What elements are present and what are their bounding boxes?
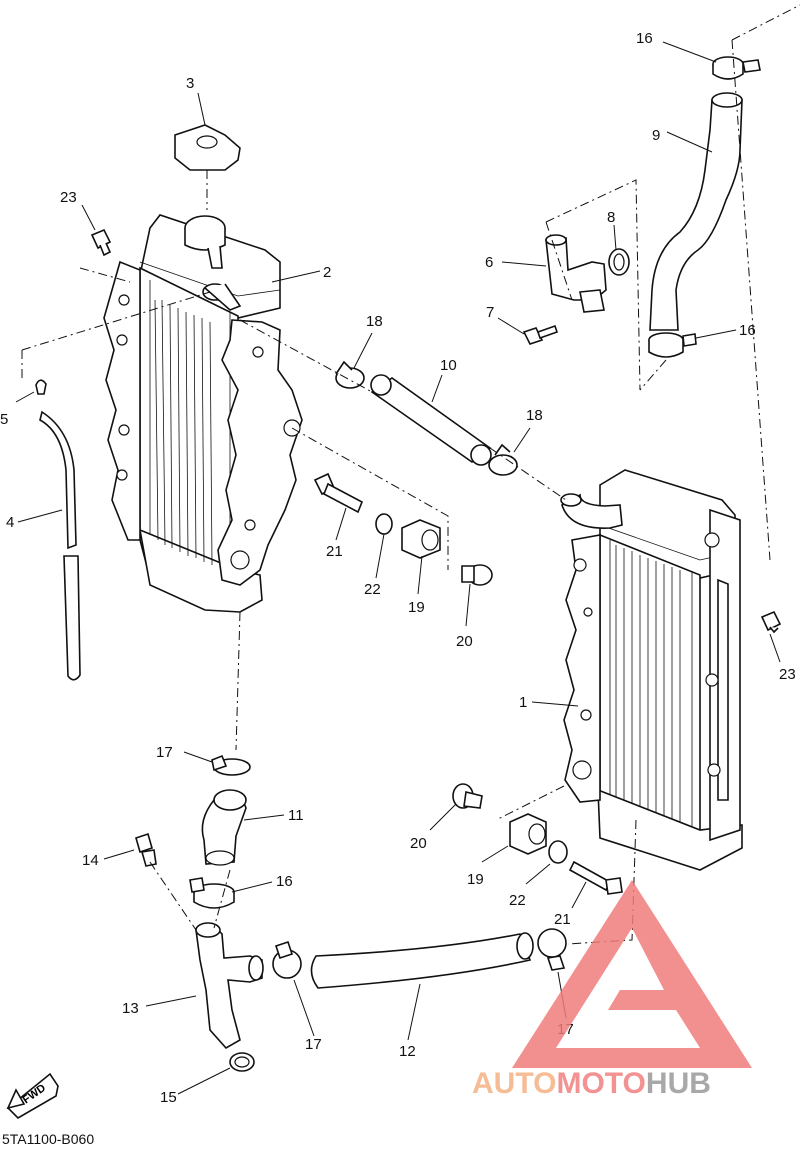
clamp-17-mid [272,940,302,979]
grommet-19-lower [509,813,547,855]
callout-10: 10 [440,357,457,374]
callout-19: 19 [467,871,484,888]
callout-3: 3 [186,75,194,92]
radiator-cap [174,124,241,171]
watermark-auto: AUTO [472,1067,556,1100]
callout-16: 16 [739,322,756,339]
bolt-23-right [760,610,782,634]
callout-1: 1 [519,694,527,711]
water-pipe-6 [545,234,607,313]
callout-21: 21 [554,911,571,928]
callout-21: 21 [326,543,343,560]
clamp-18-upper [335,360,365,389]
callout-9: 9 [652,127,660,144]
callout-23: 23 [779,666,796,683]
clamp-16-bottom [189,877,235,909]
svg-text:AUTOMOTOHUB: AUTOMOTOHUB [472,1067,711,1100]
water-pipe-13 [195,922,264,1050]
callout-20: 20 [410,835,427,852]
clamp-17-left [211,754,251,776]
callout-4: 4 [6,514,14,531]
collar-20-upper [461,564,493,586]
callout-18: 18 [366,313,383,330]
callout-16: 16 [276,873,293,890]
bolt-14 [135,832,157,867]
breather-hose-4 [39,410,81,681]
o-ring-15 [229,1052,255,1072]
callout-17: 17 [305,1036,322,1053]
callout-17: 17 [156,744,173,761]
washer-22-upper [375,513,393,535]
o-ring-8 [608,248,630,276]
clamp-18-lower [488,443,518,476]
callout-20: 20 [456,633,473,650]
leader-lines [15,4,800,1095]
callout-8: 8 [607,209,615,226]
callout-12: 12 [399,1043,416,1060]
bolt-21-upper [313,472,364,514]
collar-20-lower [452,783,483,809]
callout-11: 11 [288,807,304,824]
right-radiator [560,469,743,871]
callout-22: 22 [364,581,381,598]
left-radiator [103,214,303,613]
forward-direction-marker: FWD [6,1072,59,1120]
callout-22: 22 [509,892,526,909]
callout-15: 15 [160,1089,177,1106]
hose-11 [201,789,247,866]
washer-22-lower [548,840,568,864]
clamp-17-right [537,928,567,971]
watermark-hub: HUB [646,1067,711,1100]
callout-5: 5 [0,411,8,428]
upper-hose-9 [649,92,743,331]
callout-18: 18 [526,407,543,424]
callout-19: 19 [408,599,425,616]
watermark-moto: MOTO [556,1067,645,1100]
hose-10 [370,374,492,466]
callout-13: 13 [122,1000,139,1017]
automotohub-logo-icon [512,880,752,1068]
callout-2: 2 [323,264,331,281]
callout-16: 16 [636,30,653,47]
hose-12 [310,932,534,989]
automotohub-watermark: AUTOMOTOHUB [472,880,752,1100]
bolt-7 [522,324,559,345]
callout-7: 7 [486,304,494,321]
callout-23: 23 [60,189,77,206]
clamp-16-top [712,56,761,80]
callout-14: 14 [82,852,99,869]
bolt-21-lower [568,860,623,895]
grommet-19-upper [401,519,441,559]
clip-5 [35,379,47,395]
clamp-16-mid [648,332,697,358]
bolt-23-left [90,228,112,257]
drawing-code: 5TA1100-B060 [2,1131,94,1146]
callout-6: 6 [485,254,493,271]
